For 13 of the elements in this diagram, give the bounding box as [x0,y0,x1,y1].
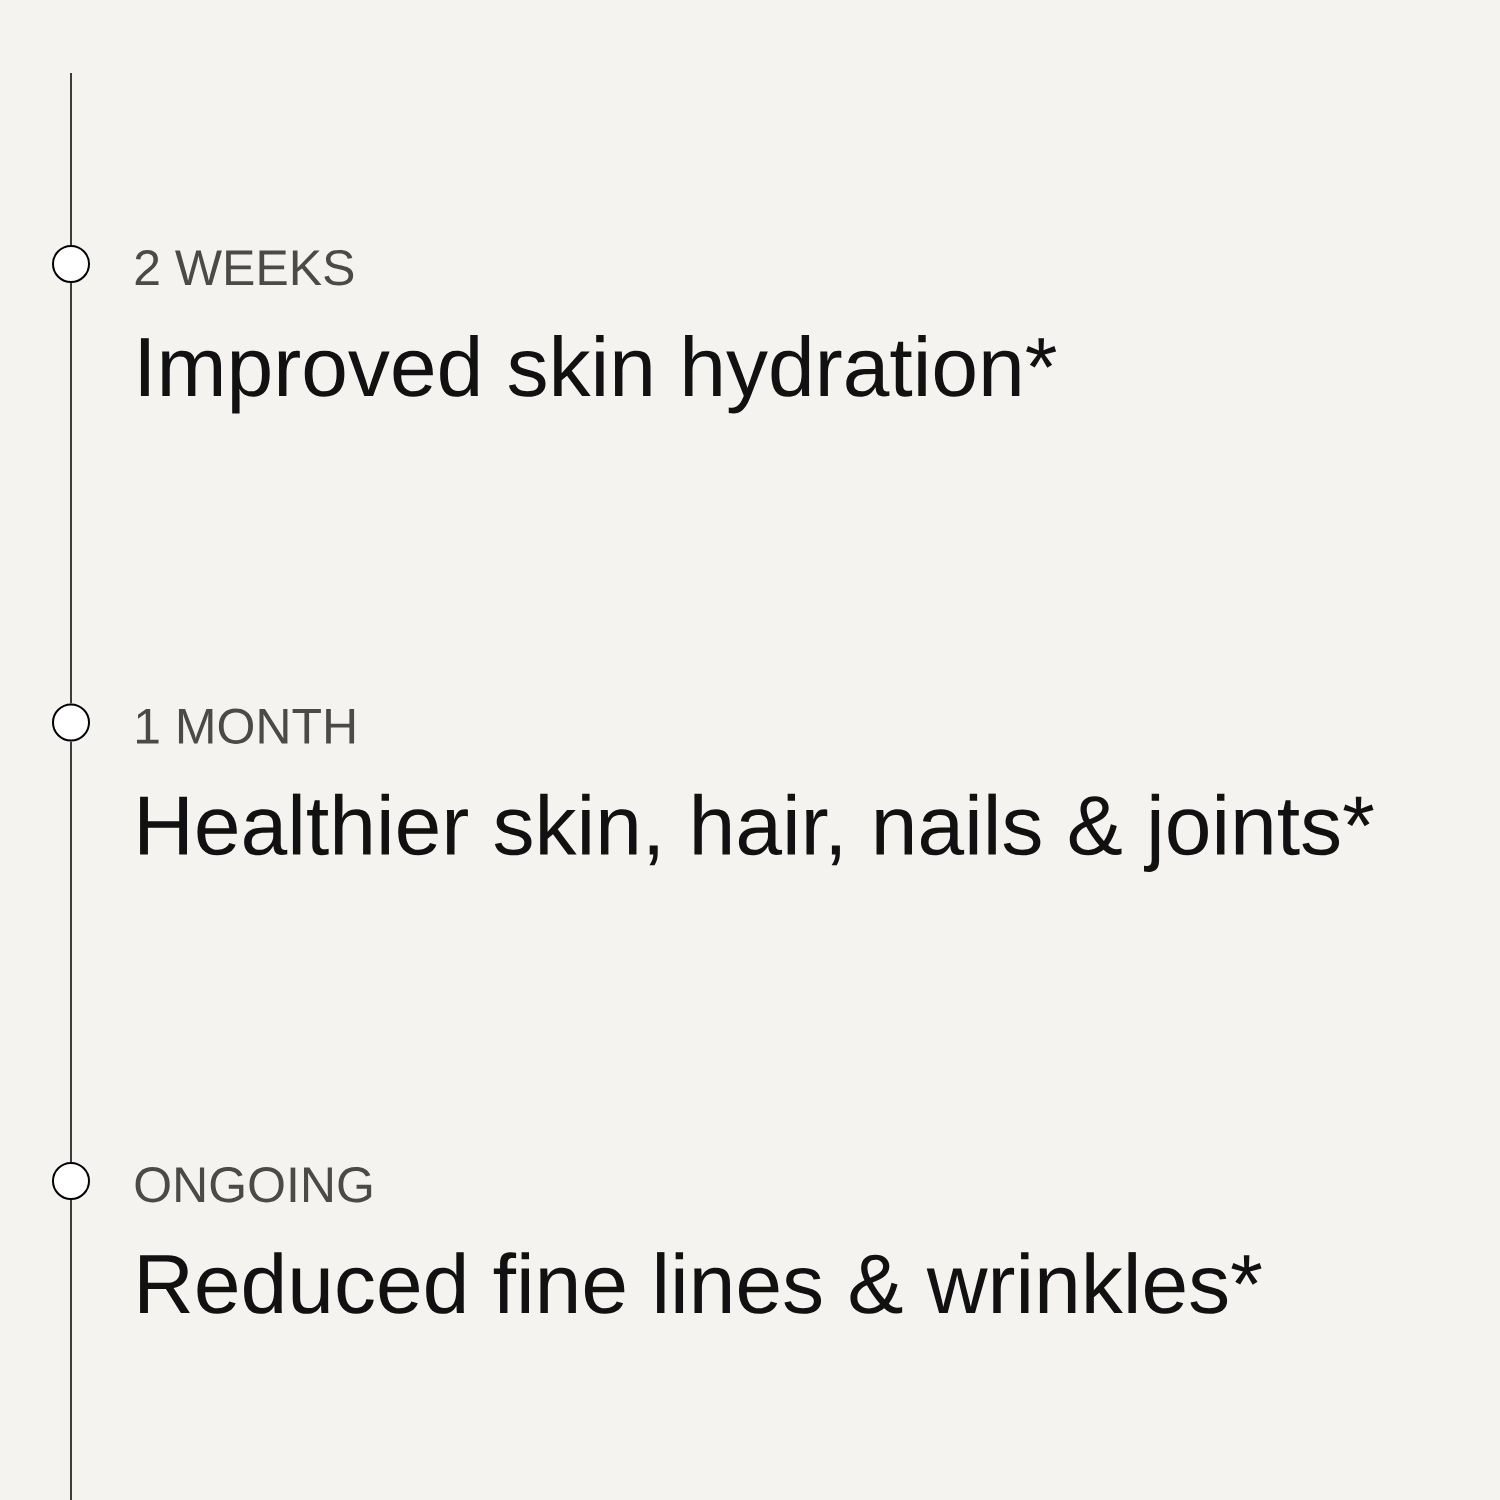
timeline-line [70,72,72,246]
timeline-dot [52,1162,90,1200]
timeline-dot [52,703,90,742]
timeline-line [70,282,72,705]
benefit-text: Reduced fine lines & wrinkles* [140,1252,1262,1314]
timeline-line [70,740,72,1163]
benefit-text: Improved skin hydration* [140,335,1057,414]
timeline-dot [52,245,90,283]
benefit-text: Healthier skin, hair, nails & joints* [140,793,1374,872]
timeline-line [70,1199,72,1500]
time-label: 1 MONTH [137,708,355,744]
time-label: 2 WEEKS [135,250,354,286]
time-label: ONGOING [135,1167,372,1203]
